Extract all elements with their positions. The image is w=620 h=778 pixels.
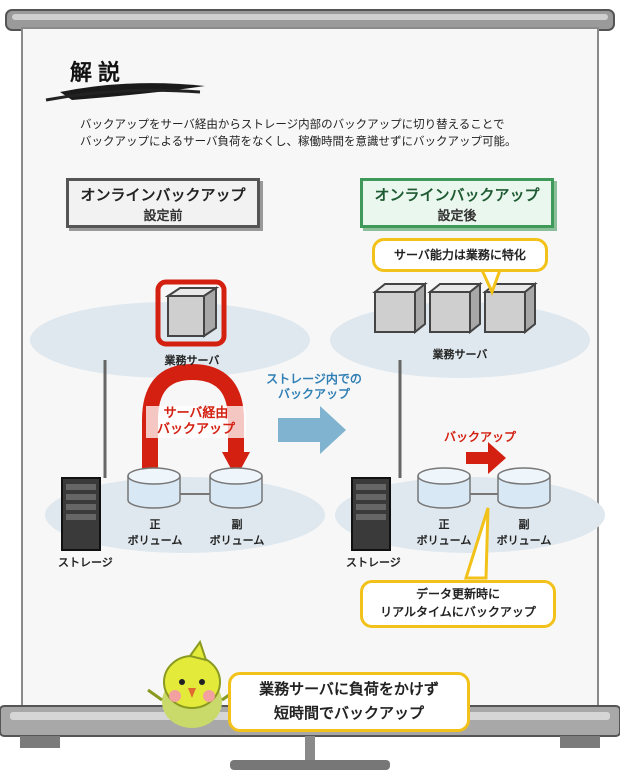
left-panel-header: オンラインバックアップ 設定前: [66, 178, 260, 228]
server-capacity-callout: サーバ能力は業務に特化: [372, 238, 548, 272]
left-storage-label: ストレージ: [58, 556, 113, 569]
left-route-label-line2: バックアップ: [156, 422, 235, 437]
left-panel-title: オンラインバックアップ: [80, 186, 246, 204]
left-route-label: サーバ経由 バックアップ: [146, 406, 246, 438]
left-primary-volume: [127, 467, 181, 509]
summary-callout: 業務サーバに負荷をかけず 短時間でバックアップ: [228, 672, 470, 732]
right-secondary-volume-label-2: ボリューム: [496, 534, 552, 547]
intro-line-2: バックアップによるサーバ負荷をなくし、稼働時間を意識せずにバックアップ可能。: [80, 134, 517, 148]
right-panel-subtitle: 設定後: [437, 209, 477, 224]
left-secondary-volume: [209, 467, 263, 509]
left-primary-volume-label-1: 正: [149, 518, 161, 531]
left-secondary-volume-label-2: ボリューム: [209, 534, 265, 547]
summary-line2: 短時間でバックアップ: [273, 704, 424, 722]
right-storage-label: ストレージ: [346, 556, 401, 569]
left-storage-icon: [61, 477, 101, 551]
right-primary-volume-label: 正 ボリューム: [408, 516, 480, 548]
realtime-update-line2: リアルタイムにバックアップ: [380, 605, 536, 619]
right-secondary-volume-label-1: 副: [518, 518, 530, 531]
right-secondary-volume-label: 副 ボリューム: [488, 516, 560, 548]
right-primary-volume-label-2: ボリューム: [416, 534, 472, 547]
mascot-bird-icon: [147, 639, 237, 728]
transition-label-line2: バックアップ: [277, 387, 350, 401]
summary-line1: 業務サーバに負荷をかけず: [259, 680, 439, 698]
left-route-label-line1: サーバ経由: [163, 406, 229, 421]
left-primary-volume-label-2: ボリューム: [127, 534, 183, 547]
right-primary-volume: [417, 467, 471, 509]
transition-label: ストレージ内での バックアップ: [254, 372, 374, 402]
right-server-icons: [372, 281, 538, 335]
realtime-update-callout: データ更新時に リアルタイムにバックアップ: [360, 580, 556, 628]
right-storage-icon: [351, 477, 391, 551]
right-panel-header: オンラインバックアップ 設定後: [360, 178, 554, 228]
intro-text: バックアップをサーバ経由からストレージ内部のバックアップに切り替えることで バッ…: [80, 116, 580, 150]
right-primary-volume-label-1: 正: [438, 518, 450, 531]
right-secondary-volume: [497, 467, 551, 509]
realtime-update-line1: データ更新時に: [415, 587, 500, 601]
left-primary-volume-label: 正 ボリューム: [120, 516, 190, 548]
page-title: 解説: [70, 61, 127, 86]
left-secondary-volume-label-1: 副: [231, 518, 243, 531]
intro-line-1: バックアップをサーバ経由からストレージ内部のバックアップに切り替えることで: [80, 117, 505, 131]
left-server-icon: [155, 279, 227, 347]
right-panel-title: オンラインバックアップ: [374, 186, 540, 204]
right-server-label: 業務サーバ: [432, 348, 488, 361]
left-panel-subtitle: 設定前: [143, 209, 183, 224]
transition-label-line1: ストレージ内での: [266, 372, 362, 386]
left-secondary-volume-label: 副 ボリューム: [202, 516, 272, 548]
left-server-label: 業務サーバ: [164, 354, 220, 367]
right-backup-label: バックアップ: [443, 430, 516, 444]
